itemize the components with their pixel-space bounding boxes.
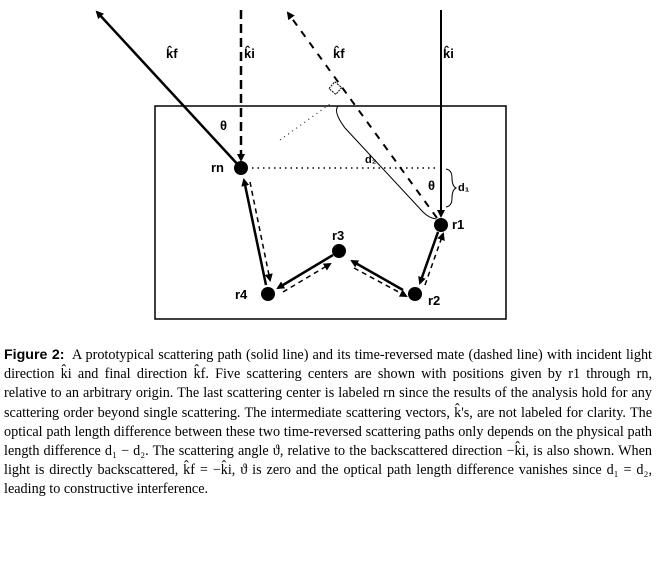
segment-r4-r3-dashed xyxy=(282,262,332,293)
label-d2: d₂ xyxy=(365,154,377,166)
figure-caption: Figure 2: A prototypical scattering path… xyxy=(4,346,652,500)
d1-brace xyxy=(445,168,458,208)
label-theta-right: θ xyxy=(428,178,435,193)
medium-boundary xyxy=(154,105,507,320)
segment-r3-r4 xyxy=(276,253,334,290)
kf-dashed-ray xyxy=(286,11,438,219)
right-angle-marker xyxy=(328,81,343,96)
dotted-perpendicular xyxy=(279,103,331,141)
segment-r4-rn xyxy=(241,178,268,286)
scatterer-rn xyxy=(234,161,248,175)
label-rn: rn xyxy=(211,160,224,175)
scattering-diagram: k̂f k̂i k̂f k̂i θ θ d₂ d₁ rn r1 r2 r3 r4 xyxy=(95,10,507,320)
scatterer-r3 xyxy=(332,244,346,258)
label-r2: r2 xyxy=(428,293,440,308)
scatterer-r2 xyxy=(408,287,422,301)
caption-label: Figure 2: xyxy=(4,347,65,363)
label-kf-dashed: k̂f xyxy=(333,46,345,61)
label-ki-solid: k̂i xyxy=(443,46,454,61)
scatterer-r1 xyxy=(434,218,448,232)
label-kf-solid: k̂f xyxy=(166,46,178,61)
segment-r2-r1-dashed xyxy=(424,232,445,286)
label-r4: r4 xyxy=(235,287,248,302)
segment-r2-r3 xyxy=(350,259,404,292)
label-r3: r3 xyxy=(332,228,344,243)
segment-r1-r2 xyxy=(418,231,440,285)
label-r1: r1 xyxy=(452,217,464,232)
d2-path-line xyxy=(336,105,437,220)
caption-text: A prototypical scattering path (solid li… xyxy=(4,347,652,498)
label-ki-dashed: k̂i xyxy=(244,46,255,61)
label-d1: d₁ xyxy=(458,182,470,194)
segment-rn-r4-dashed xyxy=(249,181,273,282)
scatterer-r4 xyxy=(261,287,275,301)
label-theta-left: θ xyxy=(220,118,227,133)
kf-solid-ray xyxy=(95,10,242,169)
segment-r3-r2-dashed xyxy=(353,267,408,297)
